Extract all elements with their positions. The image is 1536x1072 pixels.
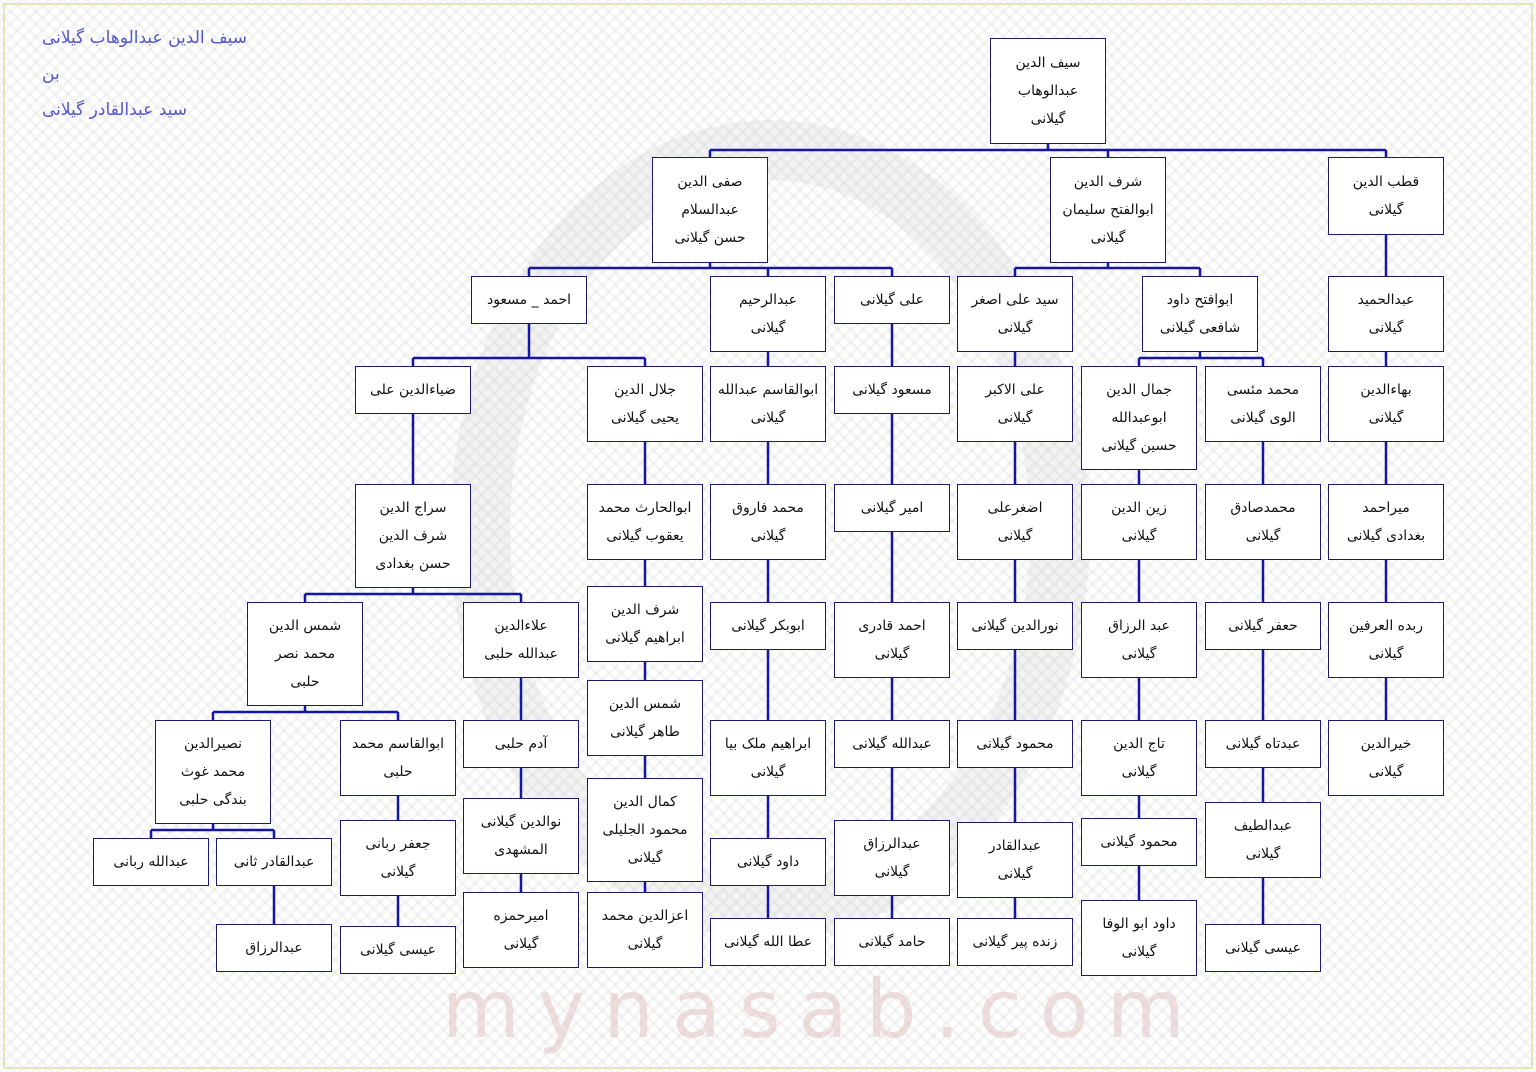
node-f-jafar: حعفر گیلانی	[1205, 602, 1321, 650]
node-d-abulqasem: ابوالقاسم عبدالله گیلانی	[710, 366, 826, 442]
node-i-ataollah: عطا الله گیلانی	[710, 918, 826, 966]
node-d-masoud: مسعود گیلانی	[834, 366, 950, 414]
node-i-ezeddin: اعزالدین محمد گیلانی	[587, 892, 703, 968]
node-d-jamal: جمال الدین ابوعبدالله حسین گیلانی	[1081, 366, 1197, 470]
header-line-2: بن	[42, 64, 60, 84]
node-h-abdulqader: عبدالقادر گیلانی	[957, 822, 1073, 898]
node-c-abdulrahim: عبدالرحیم گیلانی	[710, 276, 826, 352]
node-h-mahmoud2: محمود گیلانی	[1081, 818, 1197, 866]
node-b-qotb: قطب الدین گیلانی	[1328, 157, 1444, 235]
node-i-hamed: حامد گیلانی	[834, 918, 950, 966]
node-c-ahmad: احمد _ مسعود	[471, 276, 587, 324]
node-h-abdulqadersani: عبدالقادر ثانی	[216, 838, 332, 886]
watermark-text: mynasab.com	[442, 963, 1203, 1056]
node-d-jalal: جلال الدین یحیی گیلانی	[587, 366, 703, 442]
node-g-tajeddin: تاج الدین گیلانی	[1081, 720, 1197, 796]
node-c-abdulhamid: عبدالحمید گیلانی	[1328, 276, 1444, 352]
node-h-nooreddin2: نوالدین گیلانی المشهدی	[463, 798, 579, 874]
node-d-alialakbar: علی الاکبر گیلانی	[957, 366, 1073, 442]
header-line-1: سیف الدین عبدالوهاب گیلانی	[42, 28, 247, 48]
node-e-mohammadsadegh: محمدصادق گیلانی	[1205, 484, 1321, 560]
node-i-zendehpir: زنده پیر گیلانی	[957, 918, 1073, 966]
node-g-nasireddin: نصیرالدین محمد غوث بندگی حلبی	[155, 720, 271, 824]
node-f-robdeh: ربده العرفین گیلانی	[1328, 602, 1444, 678]
node-g-abdullah2: عبدالله گیلانی	[834, 720, 950, 768]
node-f-alaeddin: علاءالدین عبدالله حلبی	[463, 602, 579, 678]
node-f-shamseddin: شمس الدین محمد نصر حلبی	[247, 602, 363, 706]
node-g-abulqasemhalabi: ابوالقاسم محمد حلبی	[340, 720, 456, 796]
node-h-jafarrabbani: جعفر ربانی گیلانی	[340, 820, 456, 896]
node-e-mohammadfarough: محمد فاروق گیلانی	[710, 484, 826, 560]
node-i-amirhamzeh: امیرحمزه گیلانی	[463, 892, 579, 968]
node-b-sharaf: شرف الدین ابوالفتح سلیمان گیلانی	[1050, 157, 1166, 263]
node-g-mahmoud1: محمود گیلانی	[957, 720, 1073, 768]
node-d-mohammadmotasi: محمد مئسی الوی گیلانی	[1205, 366, 1321, 442]
node-root: سیف الدین عبدالوهاب گیلانی	[990, 38, 1106, 144]
node-b-safi: صفی الدین عبدالسلام حسن گیلانی	[652, 157, 768, 263]
node-h-davoud: داود گیلانی	[710, 838, 826, 886]
node-g-abdullah-g: عبدتاه گیلانی	[1205, 720, 1321, 768]
node-c-abufath: ابوافتح داود شافعی گیلانی	[1142, 276, 1258, 352]
node-f-abdulrazzagh: عبد الرزاق گیلانی	[1081, 602, 1197, 678]
node-g-shamstaher: شمس الدین طاهر گیلانی	[587, 680, 703, 756]
header-line-3: سید عبدالقادر گیلانی	[42, 100, 188, 120]
node-g-kheireddin: خیرالدین گیلانی	[1328, 720, 1444, 796]
node-i-isa1: عیسی گیلانی	[1205, 924, 1321, 972]
node-g-adam: آدم حلبی	[463, 720, 579, 768]
node-f-ahmadqaderi: احمد قادری گیلانی	[834, 602, 950, 678]
node-e-asgharali: اضغرعلی گیلانی	[957, 484, 1073, 560]
node-h-abdullatif: عبدالطیف گیلانی	[1205, 802, 1321, 878]
node-e-siraj: سراج الدین شرف الدین حسن بغدادی	[355, 484, 471, 588]
node-g-ebrahim: ابراهیم ملک بیا گیلانی	[710, 720, 826, 796]
node-c-ali: علی گیلانی	[834, 276, 950, 324]
node-e-amir: امیر گیلانی	[834, 484, 950, 532]
node-h-abdullahrabbani: عبدالله ربانی	[93, 838, 209, 886]
node-e-mirahmad: میراحمد بغدادی گیلانی	[1328, 484, 1444, 560]
node-i-abdulrazzagh3: عبدالرزاق	[216, 924, 332, 972]
node-h-abdulrazzagh2: عبدالرزاق گیلانی	[834, 820, 950, 896]
node-f-abubakr: ابوبکر گیلانی	[710, 602, 826, 650]
node-e-zeineddin: زین الدین گیلانی	[1081, 484, 1197, 560]
node-c-sayedali: سید علی اصغر گیلانی	[957, 276, 1073, 352]
node-e-abulhares: ابوالحارث محمد یعقوب گیلانی	[587, 484, 703, 560]
node-h-kamal: کمال الدین محمود الجلیلی گیلانی	[587, 778, 703, 882]
node-d-ziaeddin: ضیاءالدین علی	[355, 366, 471, 414]
node-f-nooreddin: نورالدین گیلانی	[957, 602, 1073, 650]
node-i-isa2: عیسی گیلانی	[340, 926, 456, 974]
node-f-sharafeddin: شرف الدین ابراهیم گیلانی	[587, 586, 703, 662]
node-i-davoudabulvafa: داود ابو الوفا گیلانی	[1081, 900, 1197, 976]
node-d-bahaeddin: بهاءالدین گیلانی	[1328, 366, 1444, 442]
